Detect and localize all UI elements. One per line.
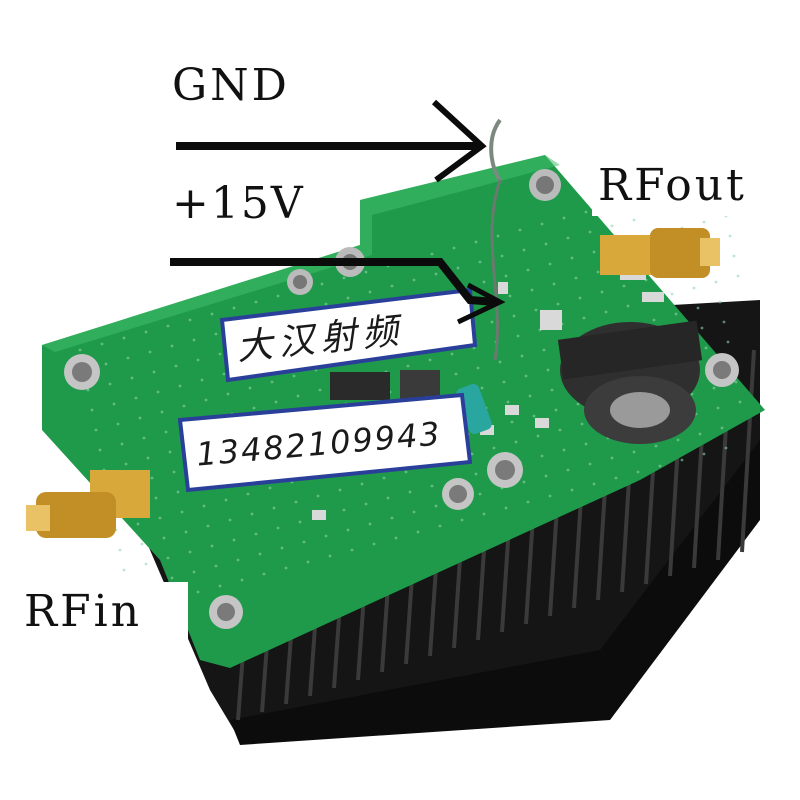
gnd-wire: [489, 118, 502, 361]
gnd-arrow: [176, 99, 487, 183]
v15-arrow: [170, 258, 506, 325]
screw-top-right: [529, 169, 561, 201]
ferrite-core: [557, 320, 703, 444]
v15-label: +15V: [172, 178, 305, 229]
screw-right: [705, 353, 739, 387]
sma-connector-rfin: [26, 470, 150, 538]
gnd-label: GND: [172, 60, 290, 111]
sticker-phone: [177, 392, 473, 493]
rfout-label: RFout: [598, 160, 747, 211]
screw-left: [64, 354, 100, 390]
screw-center-low: [442, 478, 474, 510]
sma-connector-rfout: [600, 228, 720, 278]
screw-bottom-left: [209, 595, 243, 629]
rfin-label: RFin: [24, 586, 143, 637]
sticker-brand: [219, 287, 478, 383]
smd-components: [312, 270, 664, 520]
blue-resistor: [456, 384, 492, 434]
screw-center: [487, 452, 523, 488]
screw-top-mid2: [287, 269, 313, 295]
